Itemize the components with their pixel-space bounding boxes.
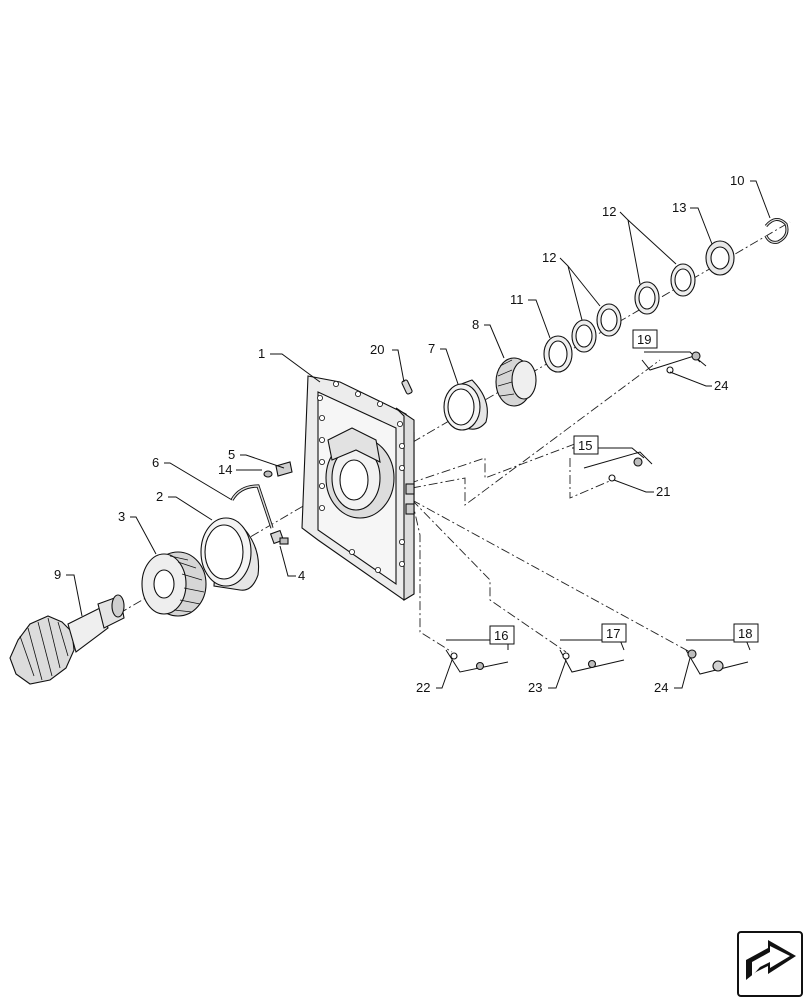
callout-22: 22	[416, 680, 430, 695]
next-page-arrow-icon[interactable]	[737, 931, 803, 997]
kit-ref-19: 19	[637, 332, 651, 347]
callout-10: 10	[730, 173, 744, 188]
part-7-bearing-cup	[443, 379, 488, 431]
callout-12-upper: 12	[602, 204, 616, 219]
kit-19-fasteners	[641, 351, 707, 374]
part-12-shims	[571, 263, 696, 353]
callout-4: 4	[298, 568, 305, 583]
callout-8: 8	[472, 317, 479, 332]
kit-reference-boxes: 19 15 16 17 18	[489, 329, 759, 645]
callout-24-lower: 24	[654, 680, 668, 695]
part-5-clip	[275, 461, 293, 477]
part-1-housing	[301, 375, 415, 601]
kit-ref-16: 16	[494, 628, 508, 643]
callout-24-upper: 24	[714, 378, 728, 393]
kit-ref-15: 15	[578, 438, 592, 453]
part-20-dowel-pin	[401, 379, 413, 395]
part-2-bearing-cup	[200, 517, 260, 591]
part-3-bearing-cone	[141, 551, 207, 617]
callout-5: 5	[228, 447, 235, 462]
callout-6: 6	[152, 455, 159, 470]
part-8-bearing-cone	[495, 357, 537, 407]
part-4-elbow-fitting	[269, 529, 289, 545]
callout-20: 20	[370, 342, 384, 357]
part-14-screw	[263, 470, 273, 478]
callout-12-lower: 12	[542, 250, 556, 265]
part-11-shim	[543, 335, 573, 373]
part-6-lube-tube	[230, 484, 274, 529]
part-9-pinion-shaft	[9, 594, 125, 685]
callout-leaders	[66, 180, 771, 689]
callout-13: 13	[672, 200, 686, 215]
callout-11: 11	[510, 292, 524, 307]
callout-9: 9	[54, 567, 61, 582]
kit-ref-17: 17	[606, 626, 620, 641]
part-10-snap-ring	[764, 218, 789, 244]
kit-17-fasteners	[559, 639, 625, 673]
kit-ref-18: 18	[738, 626, 752, 641]
kit-16-fasteners	[445, 639, 509, 673]
callout-23: 23	[528, 680, 542, 695]
callout-7: 7	[428, 341, 435, 356]
callout-labels: 1 2 3 4 5 6 7 8 9 10 11 12 12 13 14 20 2…	[54, 173, 744, 695]
callout-21: 21	[656, 484, 670, 499]
callout-2: 2	[156, 489, 163, 504]
callout-14: 14	[218, 462, 232, 477]
part-13-washer	[705, 240, 735, 276]
callout-1: 1	[258, 346, 265, 361]
kit-18-fasteners	[685, 639, 751, 675]
callout-3: 3	[118, 509, 125, 524]
